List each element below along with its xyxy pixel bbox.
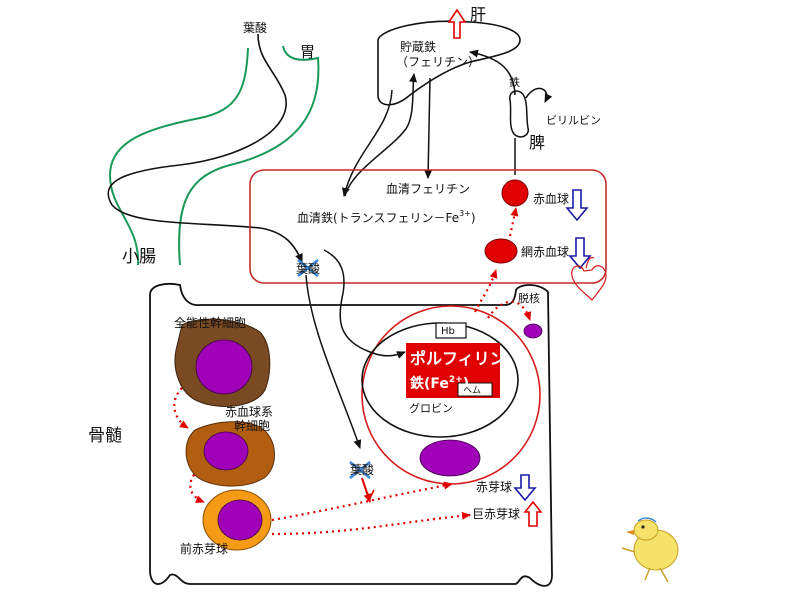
proerythroblast-label: 前赤芽球 [180,541,228,556]
erythroblast-label: 赤芽球 [476,480,512,494]
heme-box [457,382,493,397]
folate-absorption-path [107,33,303,263]
serum-iron-to-cell-arrow [323,249,406,359]
spleen-outline [509,90,529,138]
ferritin-label: （フェリチン） [396,55,480,69]
liver-label: 肝 [470,5,486,24]
reticulocyte-label: 網赤血球 [521,245,569,259]
pluripotent-stem-cell-nucleus [195,339,253,395]
bilirubin-label: ビリルビン [546,114,601,127]
red-blood-cell [501,179,529,207]
hb-box [435,322,467,339]
reticulocyte-down-arrow [568,237,592,270]
reticulocyte-cell [484,238,518,264]
folate-crossed-label-lower: 葉酸 [350,462,374,477]
folate-label: 葉酸 [243,20,267,35]
storage-to-serum-iron-arrow [341,89,393,197]
spleen-to-liver-iron-arrow [469,49,516,96]
folate-block-red-arrow [365,489,375,500]
heart-icon [571,256,607,301]
blue-x-icon [297,258,319,278]
spleen-label: 脾 [529,133,545,152]
megaloblast-label: 巨赤芽球 [472,507,520,521]
heme-label: ヘム [463,385,481,396]
erythroid-stem-cell-label-line1: 赤血球系 [225,405,273,419]
erythroblast-down-arrow [513,474,537,502]
stomach-outline [108,45,320,266]
rbc-label: 赤血球 [533,192,569,206]
bone-marrow-label: 骨髄 [88,426,122,446]
iron-fe2-label: 鉄(Fe2+) [410,375,469,392]
expelled-nucleus [523,323,543,339]
iron-label: 鉄 [509,75,520,89]
maturation-arrows [173,207,532,536]
blue-x-icon [349,460,371,480]
globin-label: グロビン [409,401,453,415]
hb-label: Hb [441,326,455,337]
folate-crossed-label-upper: 葉酸 [296,261,320,276]
erythroblast-nucleus [419,439,481,477]
liver-to-serum-ferritin-arrow [424,77,433,179]
bone-marrow-outline [149,282,553,587]
megaloblast-up-arrow [523,500,543,527]
chick-illustration [621,517,679,583]
spleen-to-bilirubin-arrow [525,87,553,103]
porphyrin-label: ポルフィリン [410,349,506,368]
stomach-label: 胃 [300,43,315,61]
erythroid-stem-cell-nucleus [203,431,249,471]
serum-ferritin-label: 血清フェリチン [386,182,470,196]
serum-iron-to-storage-arrow [344,73,417,197]
pluripotent-stem-cell-label: 全能性幹細胞 [174,315,246,330]
folate-to-marrow-arrow [305,274,362,449]
serum-iron-label: 血清鉄(トランスフェリン－Fe3+) [297,209,476,225]
denucleation-label: 脱核 [518,291,540,305]
storage-iron-up-arrow [447,8,467,39]
rbc-down-arrow [565,189,589,222]
liver-outline [377,20,521,106]
storage-iron-label: 貯蔵鉄 [400,39,436,54]
proerythroblast-nucleus [217,499,263,541]
erythroid-stem-cell-label-line2: 幹細胞 [234,418,270,433]
small-intestine-label: 小腸 [122,247,156,267]
blood-compartment [249,169,607,284]
